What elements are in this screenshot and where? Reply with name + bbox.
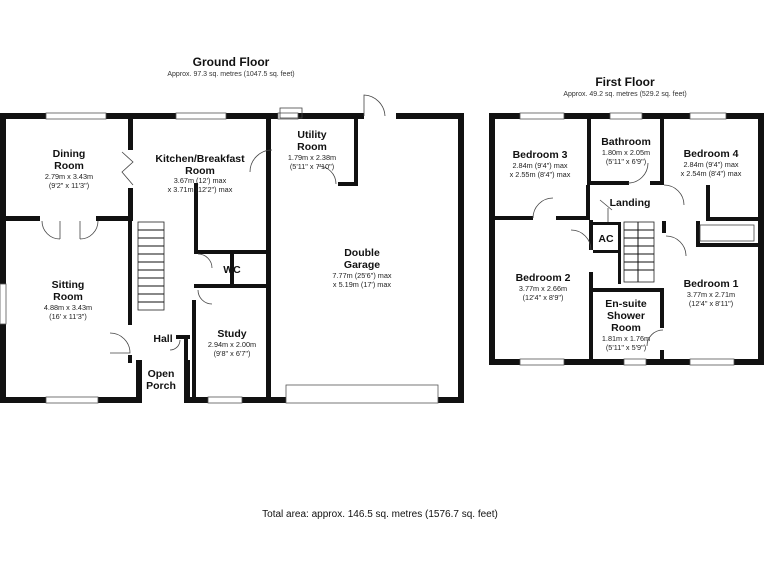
ground-floor-windows xyxy=(0,112,299,404)
room-dimensions: x 2.55m (8'4") max xyxy=(510,170,571,179)
first-floor-staircase xyxy=(623,221,655,283)
room-name: Room xyxy=(53,291,83,303)
room-name: Room xyxy=(297,141,327,153)
room-dimensions: x 2.54m (8'4") max xyxy=(681,169,742,178)
room-dimensions: 3.77m x 2.66m xyxy=(519,284,567,293)
room-dimensions: 2.94m x 2.00m xyxy=(208,340,256,349)
room-name: Hall xyxy=(153,333,172,345)
room-dimensions: (9'8" x 6'7") xyxy=(214,349,251,358)
room-name: Landing xyxy=(610,197,651,209)
room-dimensions: x 3.71m (12'2") max xyxy=(168,185,233,194)
room-dimensions: 4.88m x 3.43m xyxy=(44,303,92,312)
room-bedroom-2: Bedroom 2 3.77m x 2.66m (12'4" x 8'9") xyxy=(516,272,571,302)
room-name: Sitting xyxy=(52,279,85,291)
room-bedroom-1: Bedroom 1 3.77m x 2.71m (12'4" x 8'11") xyxy=(684,278,739,308)
room-name: Double xyxy=(344,247,380,259)
room-name: Dining xyxy=(53,148,86,160)
room-dimensions: 2.79m x 3.43m xyxy=(45,172,93,181)
room-wc: WC xyxy=(223,264,241,276)
garage-door xyxy=(285,384,439,404)
room-name: Room xyxy=(611,322,641,334)
room-dimensions: (5'11" x 7'10") xyxy=(290,162,334,171)
room-dining: Dining Room 2.79m x 3.43m (9'2" x 11'3") xyxy=(45,148,93,190)
first-floor-title: First Floor xyxy=(595,75,655,89)
room-name: Study xyxy=(217,328,246,340)
room-dimensions: 1.81m x 1.76m xyxy=(602,334,650,343)
room-bedroom-4: Bedroom 4 2.84m (9'4") max x 2.54m (8'4"… xyxy=(681,148,742,178)
room-name: Utility xyxy=(297,129,326,141)
room-kitchen: Kitchen/Breakfast Room 3.67m (12') max x… xyxy=(155,153,245,194)
first-floor-doors xyxy=(532,162,755,347)
room-dimensions: 7.77m (25'6") max xyxy=(332,271,391,280)
room-dimensions: (5'11" x 5'9") xyxy=(606,343,646,352)
area-landing: Landing xyxy=(610,197,651,209)
total-area: Total area: approx. 146.5 sq. metres (15… xyxy=(262,509,498,520)
cupboard-ac: AC xyxy=(598,233,614,245)
room-name: Room xyxy=(54,160,84,172)
room-dimensions: 2.84m (9'4") max xyxy=(512,161,567,170)
room-name: AC xyxy=(598,233,614,245)
room-name: Room xyxy=(185,165,215,177)
first-floor-windows xyxy=(519,112,735,366)
room-hall: Hall xyxy=(153,333,172,345)
room-dimensions: 1.80m x 2.05m xyxy=(602,148,650,157)
room-name: WC xyxy=(223,264,241,276)
room-name: Open xyxy=(148,368,175,380)
room-dimensions: (5'11" x 6'9") xyxy=(606,157,646,166)
room-dimensions: 2.84m (9'4") max xyxy=(683,160,738,169)
room-dimensions: 1.79m x 2.38m xyxy=(288,153,336,162)
ground-floor-doors xyxy=(41,94,386,354)
room-dimensions: 3.67m (12') max xyxy=(174,176,227,185)
room-name: Bedroom 2 xyxy=(516,272,571,284)
room-name: Porch xyxy=(146,380,176,392)
room-name: Garage xyxy=(344,259,380,271)
room-dimensions: (9'2" x 11'3") xyxy=(49,181,89,190)
room-dimensions: (12'4" x 8'9") xyxy=(523,293,564,302)
room-garage: Double Garage 7.77m (25'6") max x 5.19m … xyxy=(332,247,391,289)
room-name: En-suite xyxy=(605,298,647,310)
room-name: Bedroom 3 xyxy=(513,149,568,161)
room-name: Kitchen/Breakfast xyxy=(155,153,245,165)
room-name: Bathroom xyxy=(601,136,651,148)
ground-floor-title: Ground Floor xyxy=(193,55,270,69)
area-open-porch: Open Porch xyxy=(146,368,176,392)
first-floor-area: Approx. 49.2 sq. metres (529.2 sq. feet) xyxy=(563,91,686,98)
room-en-suite: En-suite Shower Room 1.81m x 1.76m (5'11… xyxy=(602,298,650,352)
room-name: Bedroom 1 xyxy=(684,278,739,290)
ground-floor-area: Approx. 97.3 sq. metres (1047.5 sq. feet… xyxy=(167,71,294,78)
room-sitting: Sitting Room 4.88m x 3.43m (16' x 11'3") xyxy=(44,279,92,321)
room-bathroom: Bathroom 1.80m x 2.05m (5'11" x 6'9") xyxy=(601,136,651,166)
room-dimensions: 3.77m x 2.71m xyxy=(687,290,735,299)
room-name: Bedroom 4 xyxy=(684,148,739,160)
ground-floor-staircase xyxy=(137,221,165,311)
room-study: Study 2.94m x 2.00m (9'8" x 6'7") xyxy=(208,328,256,358)
room-utility: Utility Room 1.79m x 2.38m (5'11" x 7'10… xyxy=(288,129,336,171)
room-dimensions: (16' x 11'3") xyxy=(49,312,87,321)
room-bedroom-3: Bedroom 3 2.84m (9'4") max x 2.55m (8'4"… xyxy=(510,149,571,179)
room-dimensions: (12'4" x 8'11") xyxy=(689,299,733,308)
room-name: Shower xyxy=(607,310,645,322)
room-dimensions: x 5.19m (17') max xyxy=(333,280,392,289)
